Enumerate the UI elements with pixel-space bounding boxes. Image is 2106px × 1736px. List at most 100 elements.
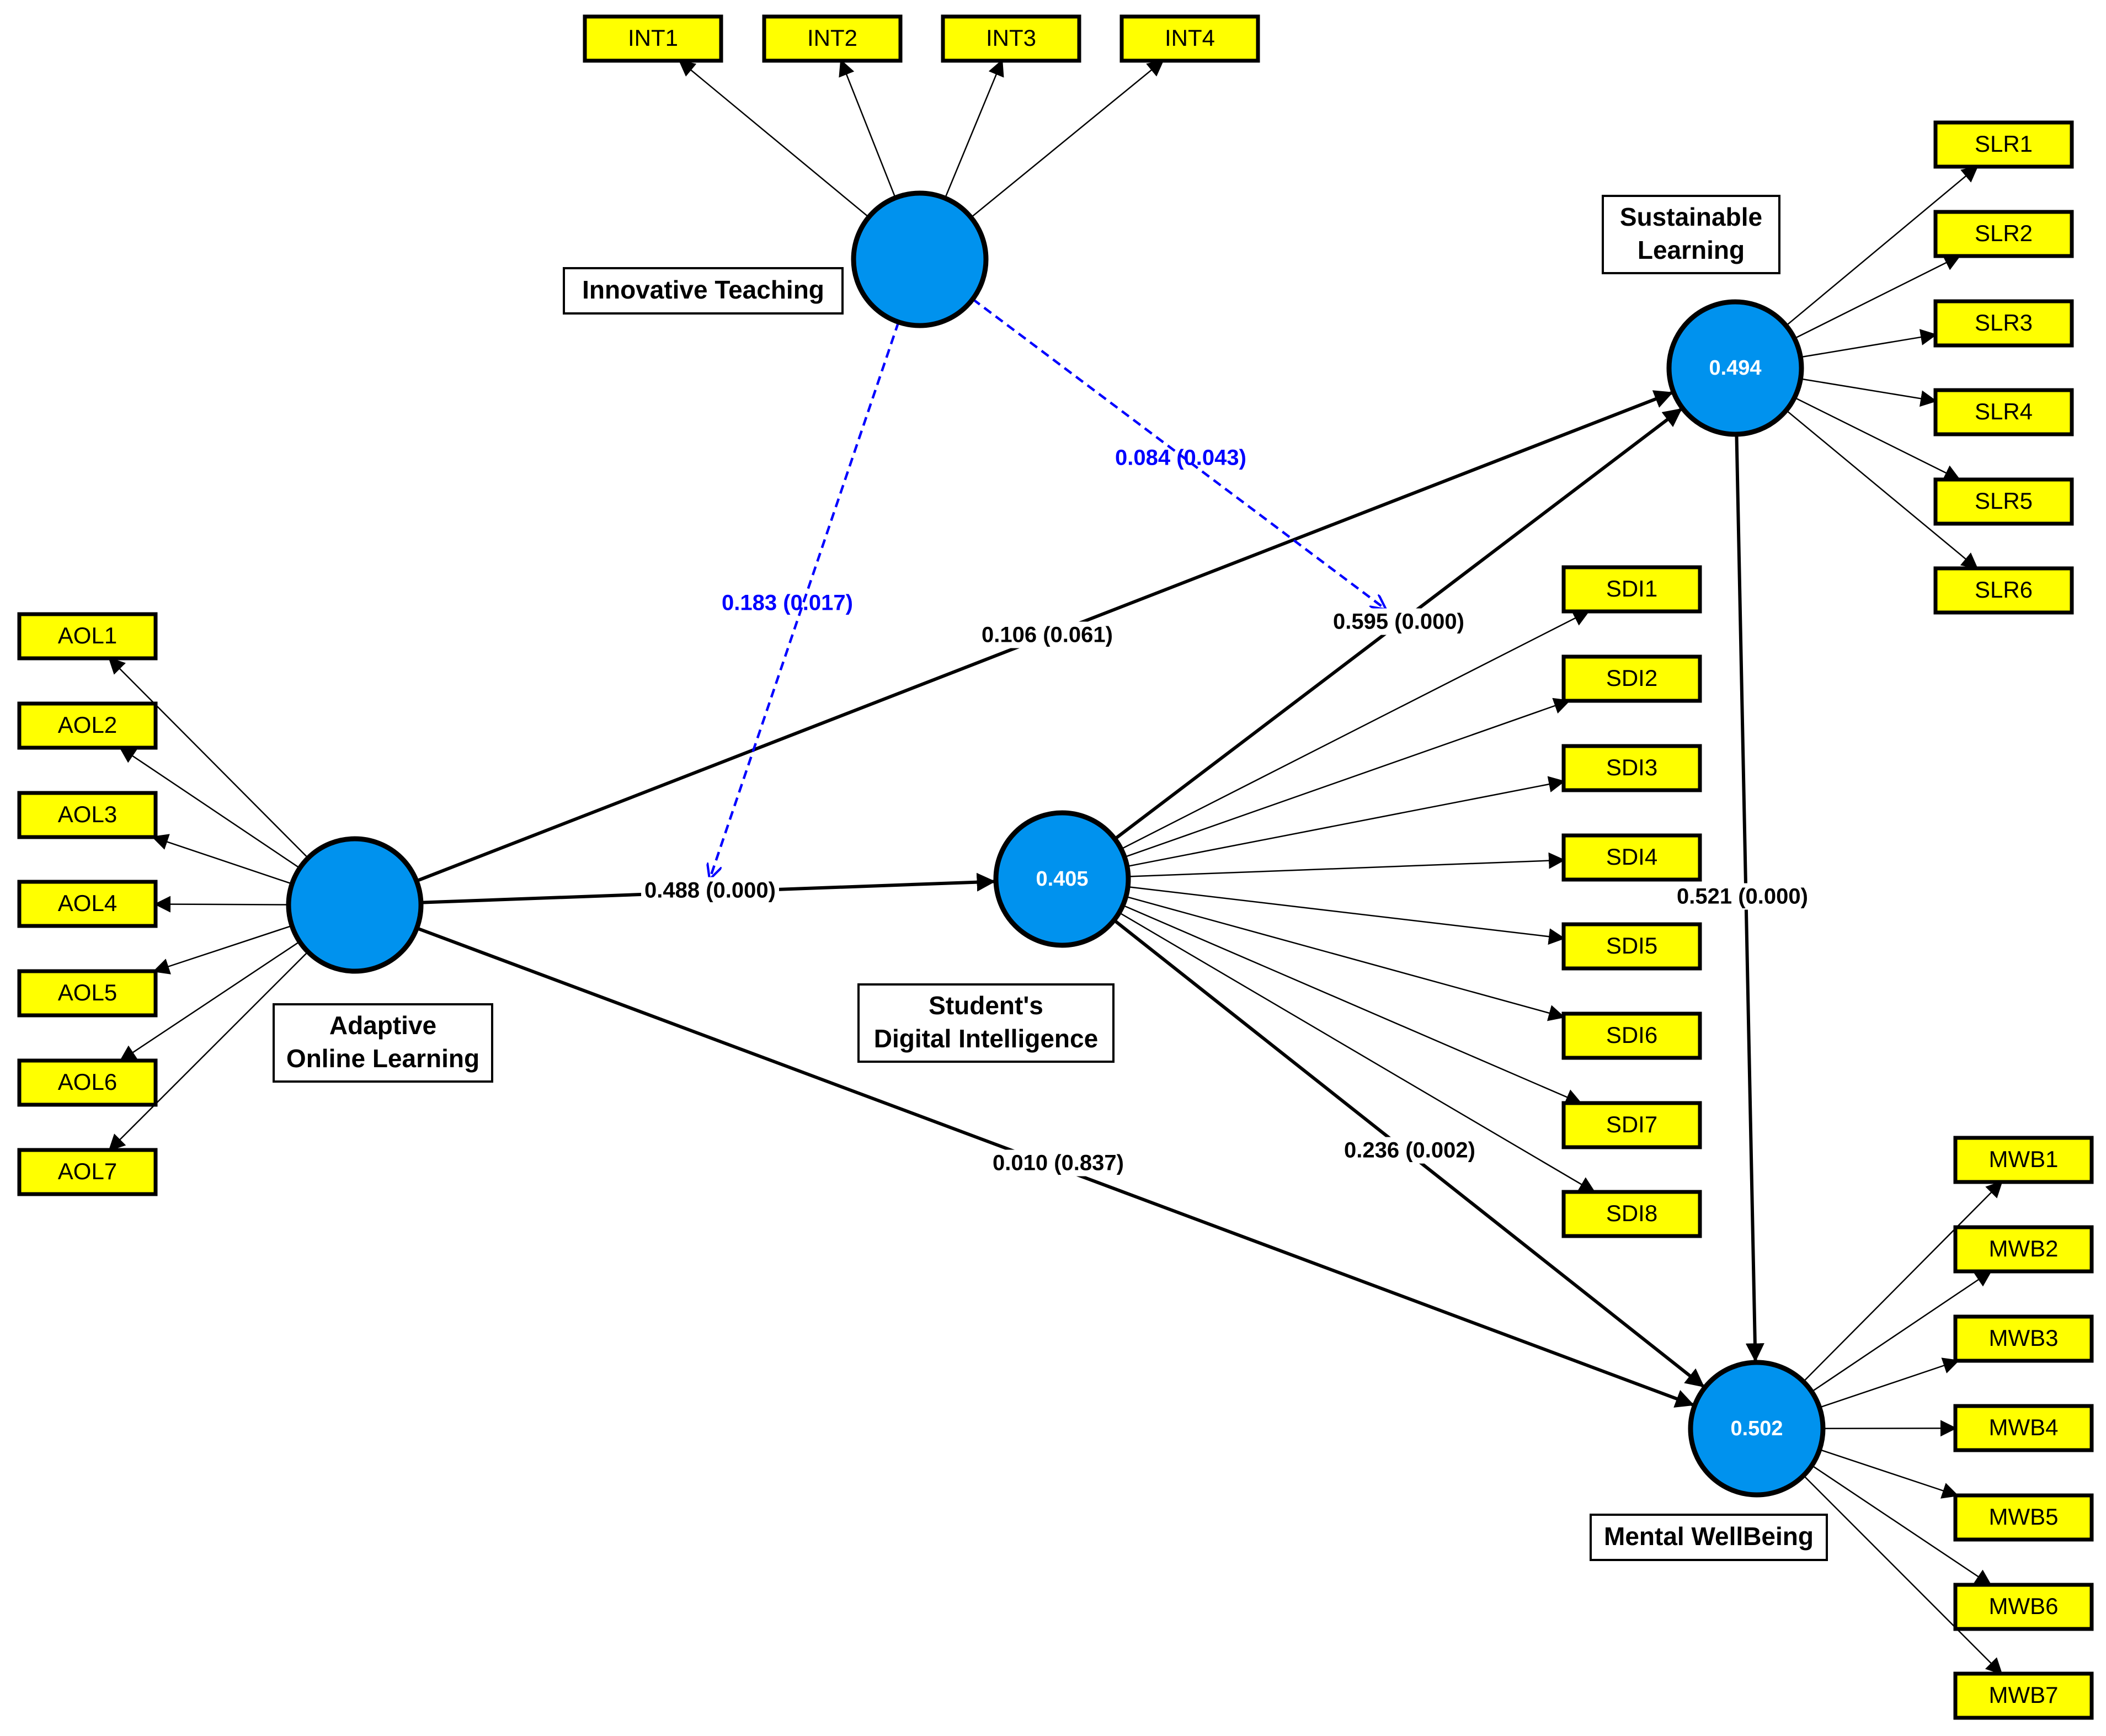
indicator-label: SLR1	[1975, 131, 2033, 157]
construct-name-line: Innovative Teaching	[582, 275, 824, 304]
loading-arrow-sdi4	[1128, 852, 1565, 877]
r-squared-value: 0.405	[1036, 867, 1088, 891]
indicator-label: SLR4	[1975, 398, 2033, 424]
construct-name-line: Online Learning	[286, 1044, 479, 1073]
r-squared-value: 0.502	[1730, 1417, 1783, 1440]
coefficient-background	[1341, 1137, 1479, 1164]
indicator-label: SDI3	[1606, 754, 1657, 780]
loading-arrow-sdi6	[1126, 896, 1565, 1021]
r-squared-value: 0.494	[1709, 356, 1761, 380]
indicator-sdi6: SDI6	[1561, 1011, 1702, 1060]
indicator-aol4: AOL4	[17, 880, 158, 928]
loading-arrow-sdi1	[1121, 610, 1590, 850]
indicator-mwb7: MWB7	[1953, 1671, 2094, 1720]
indicator-label: INT2	[807, 25, 857, 51]
coefficient-background	[989, 1149, 1127, 1176]
indicator-box	[1561, 1011, 1702, 1060]
indicator-box	[1933, 566, 2074, 615]
indicator-box	[17, 1058, 158, 1107]
indicator-sdi2: SDI2	[1561, 654, 1702, 703]
construct-int: Innovative Teaching	[563, 190, 989, 328]
construct-name-box	[273, 1003, 493, 1083]
indicator-label: MWB4	[1989, 1414, 2059, 1440]
indicator-label: INT1	[628, 25, 678, 51]
loading-arrow-mwb3	[1819, 1357, 1960, 1408]
loading-arrow-aol7	[108, 951, 308, 1152]
indicator-mwb1: MWB1	[1953, 1136, 2094, 1184]
indicator-label: SLR6	[1975, 577, 2033, 603]
indicator-aol3: AOL3	[17, 791, 158, 839]
construct-circle	[1666, 299, 1804, 437]
indicator-int3: INT3	[941, 14, 1081, 63]
indicator-label: AOL3	[58, 801, 117, 827]
indicator-int1: INT1	[583, 14, 723, 63]
indicator-box	[1561, 654, 1702, 703]
loading-arrow-slr2	[1794, 255, 1961, 339]
indicator-box	[1933, 120, 2074, 169]
indicator-box	[1953, 1583, 2094, 1631]
indicator-slr4: SLR4	[1933, 388, 2074, 436]
indicator-label: SDI2	[1606, 665, 1657, 691]
indicator-label: INT3	[986, 25, 1036, 51]
construct-name-line: Adaptive	[329, 1011, 436, 1040]
indicator-box	[941, 14, 1081, 63]
loading-arrow-aol5	[152, 925, 292, 974]
construct-name-line: Student's	[929, 991, 1043, 1020]
indicator-label: SDI7	[1606, 1111, 1657, 1137]
indicator-box	[17, 1148, 158, 1196]
indicator-box	[1561, 1190, 1702, 1238]
moderation-arrow-aol-sdi	[710, 321, 900, 878]
indicator-slr5: SLR5	[1933, 477, 2074, 526]
loading-arrow-int4	[971, 60, 1164, 219]
indicator-label: MWB2	[1989, 1236, 2059, 1261]
indicator-box	[1561, 1101, 1702, 1149]
indicator-label: AOL6	[58, 1069, 117, 1095]
loading-arrow-mwb2	[1811, 1270, 1992, 1393]
indicator-aol2: AOL2	[17, 701, 158, 750]
loading-arrow-slr6	[1785, 409, 1979, 569]
indicator-sdi5: SDI5	[1561, 922, 1702, 971]
indicator-slr2: SLR2	[1933, 210, 2074, 258]
indicator-label: MWB6	[1989, 1593, 2059, 1619]
construct-name-line: Digital Intelligence	[874, 1024, 1098, 1053]
loading-arrow-slr5	[1794, 397, 1961, 481]
indicator-sdi4: SDI4	[1561, 833, 1702, 882]
construct-name-box	[1590, 1514, 1828, 1561]
loading-arrow-mwb5	[1819, 1449, 1959, 1499]
indicator-box	[17, 880, 158, 928]
loading-arrow-mwb1	[1803, 1180, 2003, 1382]
loading-arrow-mwb6	[1811, 1465, 1992, 1586]
coefficient-background	[978, 621, 1116, 648]
indicator-box	[1953, 1136, 2094, 1184]
indicator-label: MWB5	[1989, 1504, 2059, 1530]
indicator-aol5: AOL5	[17, 969, 158, 1018]
loading-arrow-int1	[678, 60, 870, 218]
construct-name-box	[857, 983, 1115, 1063]
indicator-label: AOL7	[58, 1158, 117, 1184]
indicator-slr6: SLR6	[1933, 566, 2074, 615]
indicator-box	[1933, 210, 2074, 258]
indicator-box	[17, 701, 158, 750]
indicator-box	[1561, 833, 1702, 882]
construct-circle	[851, 190, 989, 328]
indicator-box	[762, 14, 903, 63]
path-coefficient-sdi-mwb: 0.236 (0.002)	[1344, 1138, 1475, 1163]
indicator-box	[1933, 299, 2074, 348]
construct-name-box	[1602, 195, 1780, 274]
loading-arrow-mwb7	[1803, 1475, 2003, 1675]
label-layer: 0.488 (0.000)0.106 (0.061)0.010 (0.837)0…	[641, 446, 1811, 1176]
indicator-label: AOL2	[58, 712, 117, 738]
indicator-box	[17, 969, 158, 1018]
path-coefficient-aol-slr: 0.106 (0.061)	[982, 623, 1113, 647]
construct-name-line: Mental WellBeing	[1604, 1522, 1814, 1551]
path-coefficient-sdi-slr: 0.595 (0.000)	[1333, 610, 1464, 634]
construct-circle	[993, 810, 1131, 948]
indicator-mwb4: MWB4	[1953, 1404, 2094, 1452]
indicator-label: AOL1	[58, 622, 117, 648]
indicator-int4: INT4	[1119, 14, 1260, 63]
coefficient-background	[1673, 883, 1811, 910]
moderation-coefficient-sdi-slr: 0.084 (0.043)	[1115, 446, 1246, 470]
